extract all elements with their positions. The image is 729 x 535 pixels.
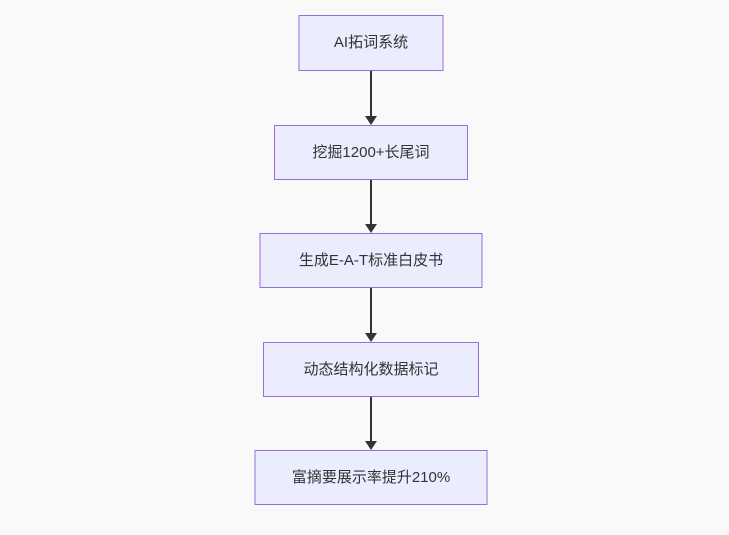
edge-line [370, 180, 372, 224]
flow-node-mine-longtail-keywords: 挖掘1200+长尾词 [274, 125, 468, 180]
flow-node-label: 富摘要展示率提升210% [291, 468, 451, 486]
arrowhead-down-icon [365, 333, 377, 342]
flow-node-label: 挖掘1200+长尾词 [312, 143, 430, 161]
flow-edge-3 [365, 288, 377, 342]
flow-node-label: AI拓词系统 [333, 34, 409, 51]
flow-edge-4 [365, 397, 377, 450]
edge-line [370, 71, 372, 116]
flow-node-rich-snippet-rate-increase: 富摘要展示率提升210% [254, 450, 488, 505]
flow-node-label: 生成E-A-T标准白皮书 [298, 251, 444, 269]
flow-edge-1 [365, 71, 377, 125]
edge-line [370, 397, 372, 441]
edge-line [370, 288, 372, 333]
arrowhead-down-icon [365, 224, 377, 233]
flow-node-label: 动态结构化数据标记 [303, 360, 439, 378]
flow-node-ai-word-expansion-system: AI拓词系统 [298, 15, 444, 71]
arrowhead-down-icon [365, 116, 377, 125]
flow-node-generate-eat-whitepaper: 生成E-A-T标准白皮书 [259, 233, 483, 288]
flow-node-dynamic-structured-data-markup: 动态结构化数据标记 [263, 342, 479, 397]
arrowhead-down-icon [365, 441, 377, 450]
flow-edge-2 [365, 180, 377, 233]
